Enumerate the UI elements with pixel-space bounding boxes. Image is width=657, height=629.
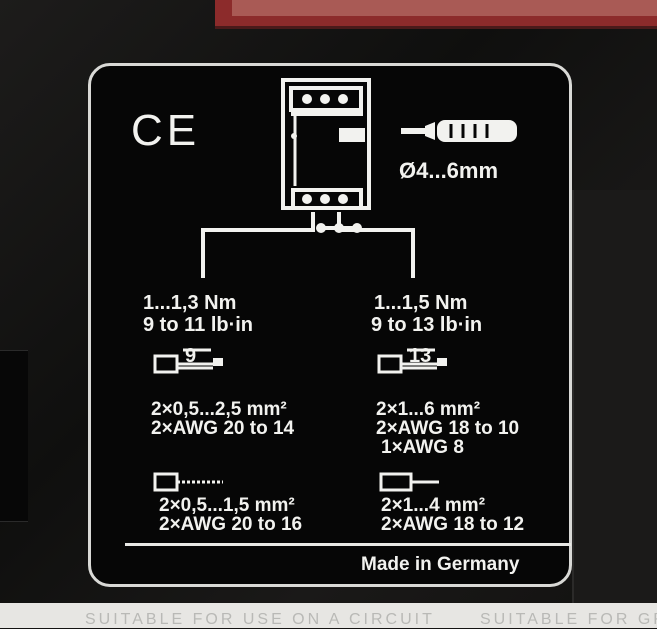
bottom-label-text-right: SUITABLE FOR GR xyxy=(480,611,657,628)
left-strip-length: 9 xyxy=(185,345,197,367)
left-ferrule-awg: 2×AWG 20 to 14 xyxy=(151,418,295,439)
terminal-label: CE Ø4...6mm 1. xyxy=(88,63,572,587)
left-torque-nm: 1...1,3 Nm xyxy=(143,292,237,314)
right-torque-nm: 1...1,5 Nm xyxy=(374,292,468,314)
label-divider xyxy=(125,543,571,546)
wire-strip-icon xyxy=(153,348,223,374)
bottom-white-label xyxy=(0,603,657,628)
right-ferrule-metric: 2×1...6 mm² xyxy=(376,399,481,420)
right-sleeve-metric: 2×1...4 mm² xyxy=(381,495,486,516)
ce-mark: CE xyxy=(131,106,201,155)
right-strip-length: 13 xyxy=(409,345,432,367)
left-ferrule-metric: 2×0,5...2,5 mm² xyxy=(151,399,287,420)
screwdriver-size-text: Ø4...6mm xyxy=(399,158,499,183)
right-ferrule-awg-single: 1×AWG 8 xyxy=(381,437,464,458)
housing-side-panel xyxy=(572,190,657,610)
ferrule-sleeve-icon xyxy=(153,472,223,492)
made-in-text: Made in Germany xyxy=(361,554,520,575)
left-sleeve-awg: 2×AWG 20 to 16 xyxy=(159,514,303,535)
left-torque-lbin: 9 to 11 lb·in xyxy=(143,314,254,336)
right-sleeve-awg: 2×AWG 18 to 12 xyxy=(381,514,525,535)
ferrule-sleeve-icon xyxy=(379,472,439,492)
wire-strip-icon xyxy=(377,348,447,374)
right-torque-lbin: 9 to 13 lb·in xyxy=(371,314,483,336)
right-ferrule-awg: 2×AWG 18 to 10 xyxy=(376,418,520,439)
left-sleeve-metric: 2×0,5...1,5 mm² xyxy=(159,495,295,516)
bottom-label-text-left: SUITABLE FOR USE ON A CIRCUIT xyxy=(85,611,435,628)
red-housing-highlight xyxy=(232,0,657,16)
housing-notch xyxy=(0,350,28,522)
terminal-diagram-icon xyxy=(201,78,415,278)
screwdriver-icon xyxy=(401,120,517,142)
